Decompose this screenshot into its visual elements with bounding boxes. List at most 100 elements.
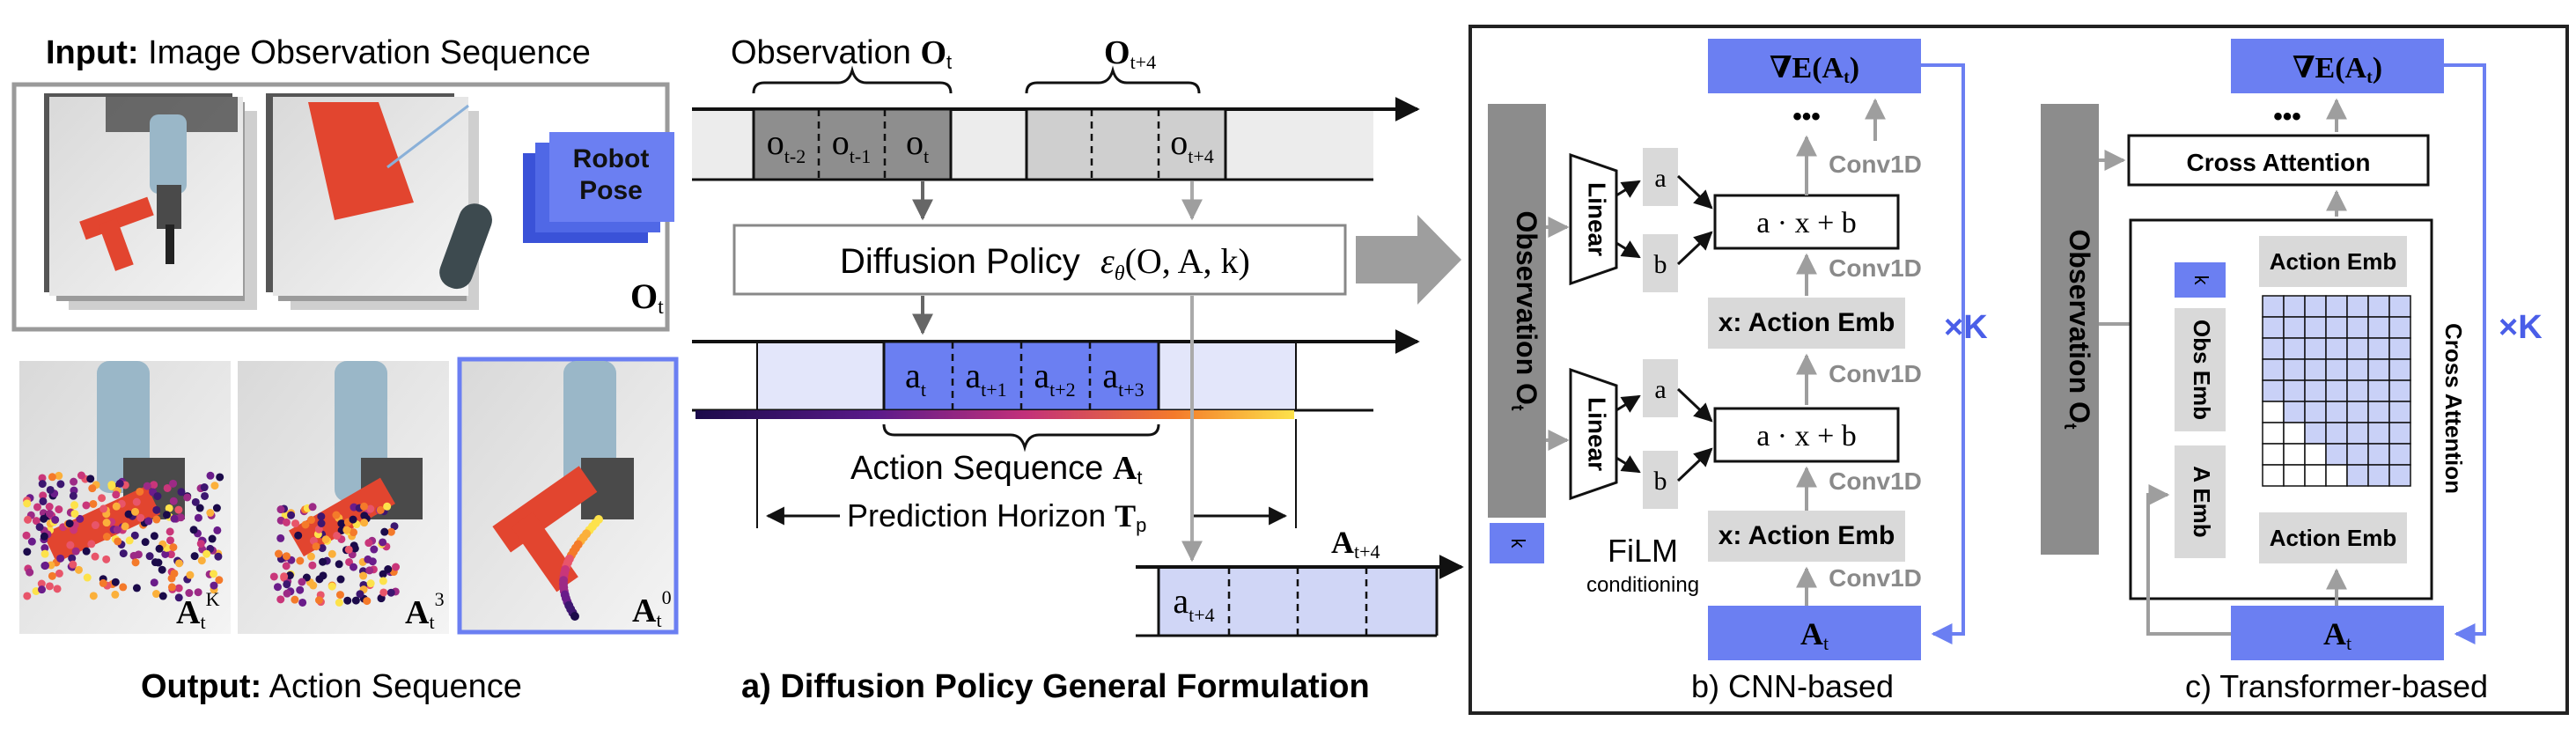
trajectory-point	[39, 491, 48, 500]
trajectory-point	[113, 526, 121, 534]
tf-input-box	[2231, 606, 2444, 660]
trajectory-point	[296, 556, 305, 565]
trajectory-point	[66, 541, 75, 549]
trajectory-point	[291, 519, 300, 528]
trajectory-point	[55, 471, 63, 480]
trajectory-point	[335, 591, 344, 600]
attention-cell	[2262, 401, 2285, 423]
attention-cell	[2346, 337, 2369, 360]
attention-cell	[2325, 337, 2348, 360]
trajectory-point	[124, 510, 133, 519]
time-colorbar	[696, 410, 1294, 419]
trajectory-point	[335, 598, 343, 607]
trajectory-point	[364, 539, 373, 548]
cnn-action-emb-lower-label: x: Action Emb	[1719, 521, 1895, 550]
cnn-grad-box	[1708, 39, 1921, 93]
trajectory-point	[194, 588, 202, 597]
trajectory-point	[45, 502, 54, 511]
attention-cell	[2283, 379, 2306, 402]
trajectory-point	[343, 596, 352, 605]
trajectory-point	[112, 502, 121, 511]
trajectory-point	[383, 502, 392, 511]
trajectory-point	[335, 560, 343, 569]
tf-obs-emb-label: Obs Emb	[2189, 320, 2215, 420]
cnn-b-upper	[1643, 234, 1678, 292]
trajectory-point	[280, 572, 289, 581]
trajectory-point	[119, 549, 128, 558]
trajectory-point	[189, 526, 198, 534]
input-title: Input: Image Observation Sequence	[46, 34, 591, 71]
attention-cell	[2262, 443, 2285, 466]
trajectory-point	[150, 481, 158, 489]
trajectory-point	[150, 532, 158, 541]
trajectory-point	[360, 519, 369, 527]
trajectory-point	[152, 505, 161, 514]
trajectory-point	[27, 537, 36, 546]
trajectory-point	[350, 528, 358, 537]
trajectory-point	[151, 558, 159, 567]
attention-cell	[2346, 401, 2369, 423]
cnn-a-lower-label: a	[1654, 375, 1666, 404]
trajectory-point	[363, 597, 372, 606]
trajectory-point	[22, 531, 31, 540]
output-sample-0: At0	[457, 357, 679, 635]
attention-cell	[2283, 422, 2306, 445]
trajectory-point	[342, 526, 351, 534]
attention-cell	[2388, 401, 2411, 423]
trajectory-point	[55, 505, 63, 514]
attention-cell	[2283, 358, 2306, 381]
trajectory-point	[125, 536, 134, 545]
trajectory-point	[76, 514, 85, 523]
tf-cross-attention-label: Cross Attention	[2187, 149, 2371, 176]
trajectory-point	[379, 588, 388, 597]
attention-cell	[2304, 443, 2327, 466]
observation-brace-label: Observation Ot	[731, 34, 952, 73]
trajectory-point	[213, 526, 222, 534]
trajectory-point	[282, 552, 291, 561]
trajectory-point	[185, 589, 194, 598]
attention-cell	[2304, 464, 2327, 487]
tf-times-k: ×K	[2499, 309, 2543, 346]
trajectory-point	[107, 481, 116, 489]
attention-cell	[2283, 316, 2306, 339]
trajectory-point	[282, 562, 291, 570]
trajectory-point	[98, 494, 107, 503]
attention-cell	[2283, 443, 2306, 466]
output-sample-k: AtK	[19, 361, 231, 634]
trajectory-point	[38, 585, 47, 594]
trajectory-point	[169, 479, 178, 488]
trajectory-point	[38, 480, 47, 489]
trajectory-point	[152, 515, 161, 524]
trajectory-point	[111, 578, 120, 586]
trajectory-point	[38, 474, 47, 482]
trajectory-point	[276, 505, 285, 514]
tf-cross-attention-box	[2127, 134, 2430, 187]
tf-grad-box	[2231, 39, 2444, 93]
trajectory-point	[190, 552, 199, 561]
diffusion-policy-formula: εθ(O, A, k)	[1100, 241, 1250, 285]
trajectory-point	[169, 497, 178, 505]
trajectory-point	[174, 505, 183, 514]
attention-cell	[2367, 316, 2390, 339]
trajectory-point	[47, 561, 55, 570]
tf-a-emb-label: A Emb	[2189, 466, 2215, 537]
cnn-a-upper	[1643, 148, 1678, 206]
trajectory-point	[366, 579, 375, 588]
attention-cell	[2367, 464, 2390, 487]
trajectory-point	[177, 488, 186, 497]
trajectory-point	[276, 595, 285, 604]
trajectory-point	[102, 555, 111, 563]
t-block-closeup-icon	[308, 102, 414, 220]
trajectory-point	[166, 550, 175, 559]
tf-action-emb-bottom	[2259, 512, 2407, 563]
trajectory-point	[285, 571, 294, 580]
trajectory-point	[360, 512, 369, 520]
trajectory-point	[206, 509, 215, 518]
trajectory-point	[319, 571, 328, 580]
trajectory-point	[183, 493, 192, 502]
attention-cell	[2388, 422, 2411, 445]
trajectory-point	[214, 552, 223, 561]
tf-dots: •••	[2273, 102, 2301, 131]
trajectory-point	[141, 538, 150, 547]
trajectory-point	[48, 473, 56, 482]
